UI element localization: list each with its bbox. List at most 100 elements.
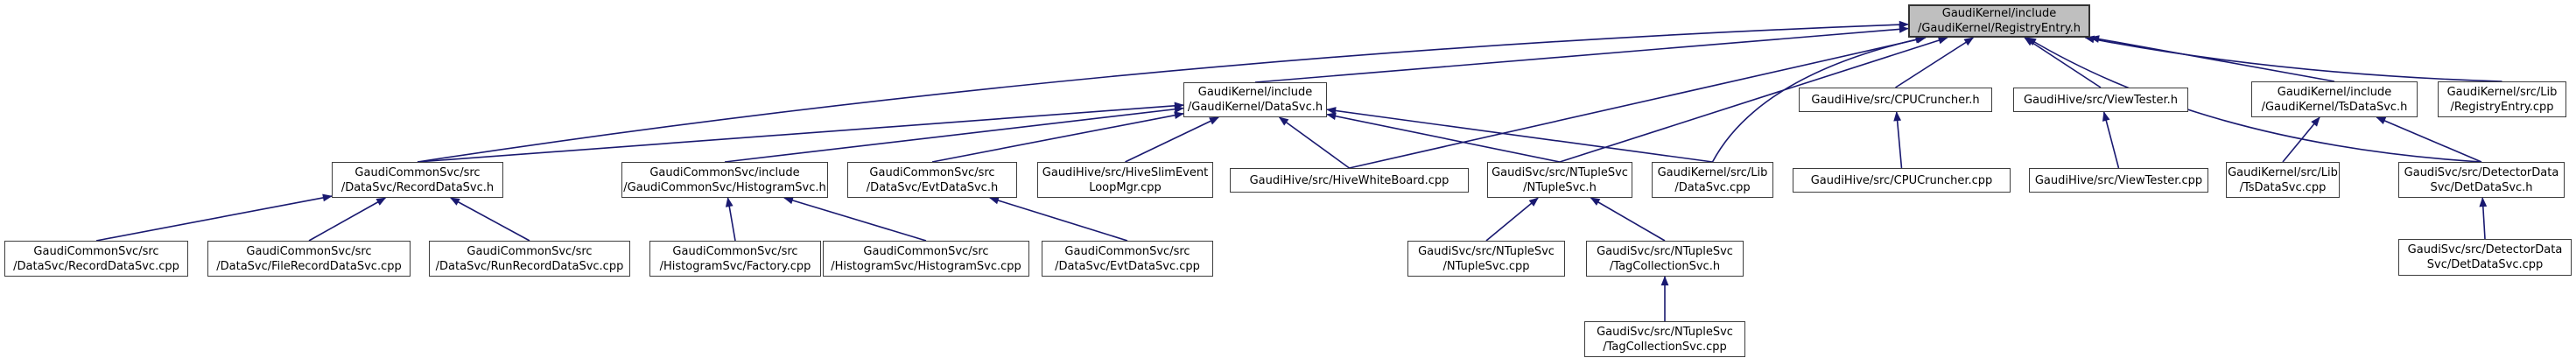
edge-filerecorddatasvc_cpp-to-recorddatasvc_h [308, 197, 387, 242]
node-label-line: GaudiCommonSvc/src [33, 244, 159, 258]
edge-ntuplesvc_cpp-to-ntuplesvc_h [1485, 197, 1539, 242]
node-label-line: GaudiKernel/include [2277, 85, 2392, 99]
graph-node-hivewhiteboard_cpp[interactable]: GaudiHive/src/HiveWhiteBoard.cpp [1230, 168, 1469, 193]
node-label-line: GaudiSvc/src/DetectorData [2407, 243, 2563, 256]
node-label-line: /DataSvc.cpp [1674, 180, 1751, 194]
graph-node-factory_cpp[interactable]: GaudiCommonSvc/src/HistogramSvc/Factory.… [649, 241, 821, 277]
graph-node-evtdatasvc_cpp[interactable]: GaudiCommonSvc/src/DataSvc/EvtDataSvc.cp… [1042, 241, 1213, 277]
node-label-line: GaudiCommonSvc/src [246, 244, 372, 258]
graph-node-tagcollectionsvc_h[interactable]: GaudiSvc/src/NTupleSvc/TagCollectionSvc.… [1586, 241, 1744, 277]
edge-cpucruncher_h-to-registryentry_h [1895, 37, 1975, 88]
node-label-line: GaudiKernel/include [1197, 86, 1313, 99]
graph-node-lib_datasvc_cpp[interactable]: GaudiKernel/src/Lib/DataSvc.cpp [1652, 162, 1773, 198]
node-label-line: GaudiSvc/src/NTupleSvc [1597, 244, 1733, 258]
node-label-line: /TsDataSvc.cpp [2239, 180, 2327, 194]
edge-hivewhiteboard_cpp-to-registryentry_h [1349, 35, 1927, 169]
edge-lib_datasvc_cpp-to-registryentry_h [1711, 35, 1926, 163]
graph-node-viewtester_h[interactable]: GaudiHive/src/ViewTester.h [2013, 88, 2188, 112]
node-label-line: /TagCollectionSvc.h [1609, 259, 1721, 273]
node-label-line: /DataSvc/RecordDataSvc.cpp [13, 259, 179, 273]
graph-node-datasvc_h[interactable]: GaudiKernel/include/GaudiKernel/DataSvc.… [1183, 82, 1327, 117]
edge-recorddatasvc_cpp-to-recorddatasvc_h [95, 193, 333, 242]
edge-hivewhiteboard_cpp-to-datasvc_h [1278, 116, 1350, 169]
node-label-line: GaudiCommonSvc/src [467, 244, 593, 258]
edge-evtdatasvc_cpp-to-evtdatasvc_h [988, 196, 1128, 242]
node-label-line: /GaudiCommonSvc/HistogramSvc.h [623, 180, 826, 194]
graph-node-cpucruncher_cpp[interactable]: GaudiHive/src/CPUCruncher.cpp [1793, 168, 2011, 193]
graph-node-histogramsvc_cpp[interactable]: GaudiCommonSvc/src/HistogramSvc/Histogra… [823, 241, 1029, 277]
edge-ntuplesvc_h-to-datasvc_h [1326, 112, 1561, 163]
edge-runrecorddatasvc_cpp-to-recorddatasvc_h [449, 197, 530, 242]
edge-lib_datasvc_cpp-to-datasvc_h [1326, 107, 1713, 163]
node-label-line: GaudiHive/src/CPUCruncher.cpp [1810, 173, 1993, 187]
edge-detdatasvc_h-to-tsdatasvc_h [2376, 116, 2482, 163]
node-label-line: /NTupleSvc.h [1523, 180, 1597, 194]
node-label-line: /HistogramSvc/HistogramSvc.cpp [831, 259, 1021, 273]
graph-node-histogramsvc_h[interactable]: GaudiCommonSvc/include/GaudiCommonSvc/Hi… [621, 162, 828, 198]
node-label-line: GaudiCommonSvc/src [863, 244, 989, 258]
graph-node-evtdatasvc_h[interactable]: GaudiCommonSvc/src/DataSvc/EvtDataSvc.h [847, 162, 1017, 198]
edge-datasvc_h-to-registryentry_h [1254, 25, 1909, 83]
graph-node-filerecorddatasvc_cpp[interactable]: GaudiCommonSvc/src/DataSvc/FileRecordDat… [207, 241, 411, 277]
node-label-line: /DataSvc/RecordDataSvc.h [340, 180, 495, 194]
graph-node-recorddatasvc_h[interactable]: GaudiCommonSvc/src/DataSvc/RecordDataSvc… [332, 162, 503, 198]
node-label-line: /GaudiKernel/TsDataSvc.h [2261, 100, 2408, 114]
graph-node-lib_tsdatasvc_cpp[interactable]: GaudiKernel/src/Lib/TsDataSvc.cpp [2226, 162, 2340, 198]
edge-cpucruncher_cpp-to-cpucruncher_h [1893, 111, 1903, 169]
node-label-line: /DataSvc/EvtDataSvc.h [866, 180, 999, 194]
edge-tsdatasvc_h-to-registryentry_h [2089, 35, 2335, 82]
edge-registryentry_cpp-to-registryentry_h [2084, 35, 2502, 82]
node-label-line: /GaudiKernel/RegistryEntry.h [1917, 22, 2081, 35]
edge-tagcollectionsvc_h-to-ntuplesvc_h [1590, 197, 1666, 242]
edge-histogramsvc_cpp-to-histogramsvc_h [783, 196, 927, 242]
node-label-line: GaudiHive/src/ViewTester.cpp [2034, 173, 2203, 187]
edge-evtdatasvc_h-to-datasvc_h [931, 111, 1184, 163]
node-label-line: GaudiKernel/src/Lib [2446, 85, 2558, 99]
graph-node-viewtester_cpp[interactable]: GaudiHive/src/ViewTester.cpp [2029, 168, 2208, 193]
node-label-line: GaudiHive/src/HiveWhiteBoard.cpp [1249, 173, 1449, 187]
edge-viewtester_h-to-registryentry_h [2024, 37, 2102, 88]
edge-detdatasvc_h-to-registryentry_h [2026, 37, 2482, 163]
edge-recorddatasvc_h-to-datasvc_h [417, 102, 1184, 163]
node-label-line: Svc/DetDataSvc.cpp [2426, 258, 2544, 271]
node-label-line: /NTupleSvc.cpp [1442, 259, 1530, 273]
edge-lib_tsdatasvc_cpp-to-tsdatasvc_h [2282, 116, 2320, 163]
node-label-line: GaudiKernel/src/Lib [1657, 165, 1768, 179]
node-label-line: GaudiHive/src/ViewTester.h [2024, 93, 2178, 107]
node-label-line: /GaudiKernel/DataSvc.h [1187, 101, 1323, 114]
node-label-line: GaudiHive/src/CPUCruncher.h [1811, 93, 1980, 107]
graph-node-cpucruncher_h[interactable]: GaudiHive/src/CPUCruncher.h [1799, 88, 1992, 112]
node-label-line: /DataSvc/EvtDataSvc.cpp [1055, 259, 1200, 273]
node-label-line: LoopMgr.cpp [1089, 180, 1162, 194]
node-label-line: GaudiSvc/src/NTupleSvc [1492, 165, 1628, 179]
graph-node-recorddatasvc_cpp[interactable]: GaudiCommonSvc/src/DataSvc/RecordDataSvc… [4, 241, 188, 277]
graph-node-tsdatasvc_h[interactable]: GaudiKernel/include/GaudiKernel/TsDataSv… [2251, 81, 2418, 117]
node-label-line: /TagCollectionSvc.cpp [1603, 340, 1727, 354]
graph-node-registryentry_h[interactable]: GaudiKernel/include/GaudiKernel/Registry… [1908, 4, 2090, 38]
edge-hiveslimeventloopmgr_cpp-to-datasvc_h [1125, 116, 1219, 163]
edge-recorddatasvc_h-to-registryentry_h [417, 20, 1909, 163]
graph-node-ntuplesvc_cpp[interactable]: GaudiSvc/src/NTupleSvc/NTupleSvc.cpp [1407, 241, 1565, 277]
edge-histogramsvc_h-to-datasvc_h [724, 105, 1184, 163]
node-label-line: GaudiSvc/src/NTupleSvc [1418, 244, 1555, 258]
node-label-line: GaudiCommonSvc/include [649, 165, 800, 179]
edge-viewtester_cpp-to-viewtester_h [2102, 111, 2120, 169]
node-label-line: GaudiKernel/src/Lib [2228, 165, 2338, 179]
graph-node-tagcollectionsvc_cpp[interactable]: GaudiSvc/src/NTupleSvc/TagCollectionSvc.… [1584, 321, 1745, 357]
graph-node-runrecorddatasvc_cpp[interactable]: GaudiCommonSvc/src/DataSvc/RunRecordData… [429, 241, 630, 277]
node-label-line: GaudiSvc/src/NTupleSvc [1597, 325, 1733, 339]
node-label-line: /HistogramSvc/Factory.cpp [659, 259, 811, 273]
node-label-line: /DataSvc/FileRecordDataSvc.cpp [216, 259, 402, 273]
graph-node-registryentry_cpp[interactable]: GaudiKernel/src/Lib/RegistryEntry.cpp [2438, 81, 2566, 117]
node-label-line: GaudiCommonSvc/src [354, 165, 481, 179]
node-label-line: GaudiHive/src/HiveSlimEvent [1042, 165, 1209, 179]
edge-factory_cpp-to-histogramsvc_h [725, 197, 736, 242]
graph-node-ntuplesvc_h[interactable]: GaudiSvc/src/NTupleSvc/NTupleSvc.h [1487, 162, 1632, 198]
node-label-line: GaudiKernel/include [1941, 7, 2057, 20]
edge-ntuplesvc_h-to-registryentry_h [1559, 36, 1948, 163]
